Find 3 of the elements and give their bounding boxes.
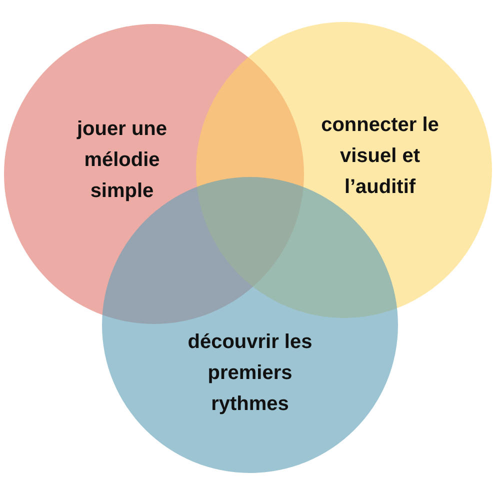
circle-label: connecter le visuel et l’auditif [321, 112, 439, 200]
circle-label: jouer une mélodie simple [76, 116, 168, 204]
circle-label: découvrir les premiers rythmes [186, 330, 314, 416]
